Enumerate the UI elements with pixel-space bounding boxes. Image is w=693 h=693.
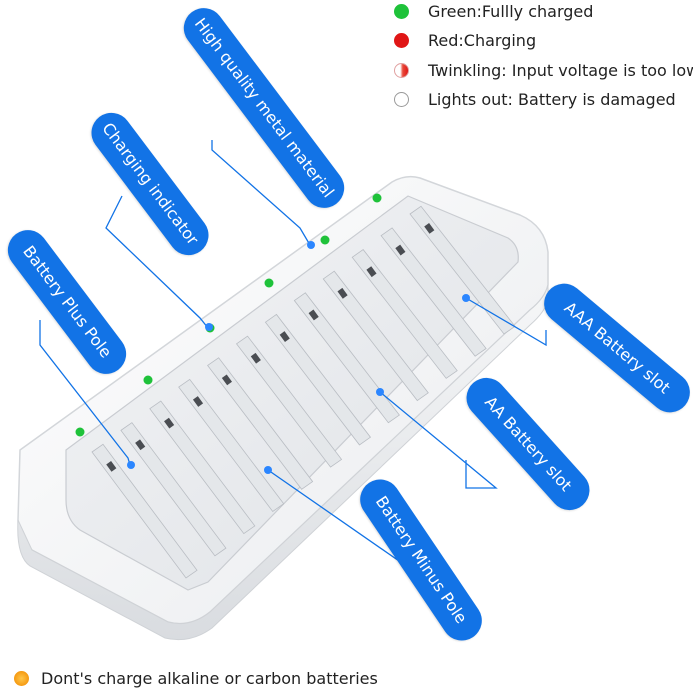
legend-item-green: Green:Fullly charged (394, 2, 593, 21)
led-5 (320, 235, 330, 245)
slot-contact (135, 439, 146, 451)
slot-contact (395, 244, 406, 256)
alkaline-warning: Dont's charge alkaline or carbon batteri… (14, 669, 378, 688)
anchor-plus (127, 461, 135, 469)
leader-aaa (465, 297, 547, 347)
legend-item-off: Lights out: Battery is damaged (394, 90, 676, 109)
legend-label: Red:Charging (428, 31, 537, 50)
slot-contact (192, 396, 204, 407)
red-dot-icon (394, 33, 409, 48)
battery-slots (91, 205, 516, 579)
battery-slot (293, 292, 400, 424)
led-6 (372, 193, 382, 203)
led-4 (264, 278, 274, 288)
off-dot-icon (394, 92, 409, 107)
battery-slot (322, 270, 429, 402)
leader-aa (379, 391, 498, 489)
warning-dot-icon (14, 671, 29, 686)
legend-item-red: Red:Charging (394, 31, 536, 50)
legend-label: Lights out: Battery is damaged (428, 90, 676, 109)
battery-slot (120, 422, 227, 557)
leader-indicator (105, 195, 209, 329)
slot-contact (279, 331, 290, 342)
led-1 (75, 427, 85, 437)
anchor-metal (307, 241, 315, 249)
leader-metal (211, 140, 311, 246)
leader-plus (39, 320, 131, 466)
battery-slot (351, 249, 458, 379)
battery-slot (149, 400, 256, 535)
legend-label: Twinkling: Input voltage is too low (428, 61, 693, 80)
green-dot-icon (394, 4, 409, 19)
slot-contact (424, 223, 435, 234)
warning-text: Dont's charge alkaline or carbon batteri… (41, 669, 378, 688)
anchor-minus (264, 466, 272, 474)
slot-contact (337, 287, 348, 299)
battery-slot (235, 335, 343, 468)
anchor-aaa (462, 294, 470, 302)
battery-slot (178, 378, 285, 513)
slot-contact (164, 417, 175, 429)
callout-anchors (127, 241, 470, 474)
battery-slot (207, 357, 314, 490)
battery-slot (380, 227, 487, 357)
battery-slot (264, 313, 372, 446)
slot-contact (366, 266, 377, 278)
slot-contact (106, 461, 117, 472)
battery-slot (91, 443, 198, 579)
slot-contact (221, 374, 233, 386)
led-2 (143, 375, 153, 385)
slot-contact (308, 309, 319, 321)
slot-contact (250, 352, 261, 364)
anchor-indicator (205, 323, 213, 331)
anchor-aa (376, 388, 384, 396)
twinkling-dot-icon (394, 63, 409, 78)
legend-label: Green:Fullly charged (428, 2, 594, 21)
legend-item-twinkling: Twinkling: Input voltage is too low (394, 61, 693, 80)
